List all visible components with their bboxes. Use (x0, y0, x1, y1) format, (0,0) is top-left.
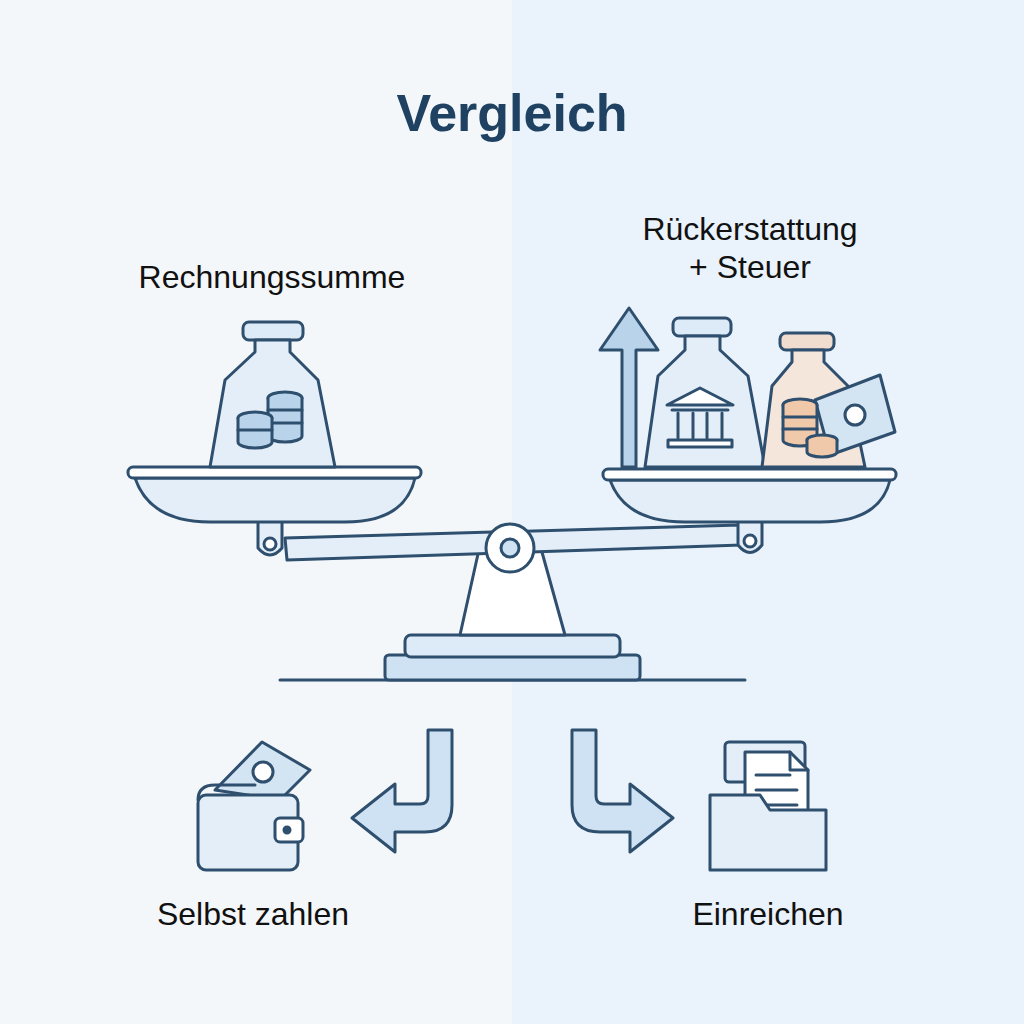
pan-label: Rückerstattung + Steuer (630, 210, 870, 287)
scale-base-top (405, 635, 620, 657)
option-label: Einreichen (608, 895, 928, 933)
pan-label: Rechnungssumme (102, 258, 442, 296)
folder-icon (710, 742, 826, 870)
pan-left (135, 478, 415, 522)
arrow-right (572, 730, 673, 852)
bank-icon (667, 388, 733, 447)
weight-bank (645, 336, 765, 467)
hanger-left (258, 518, 282, 555)
wallet-icon (198, 742, 310, 870)
option-label: Selbst zahlen (93, 895, 413, 933)
pivot (486, 524, 534, 572)
pan-right (610, 480, 890, 522)
coins-icon (238, 392, 302, 448)
diagram-title: Vergleich (212, 82, 812, 144)
scale-base (385, 655, 640, 680)
weight-knob (673, 318, 731, 336)
weight-knob (243, 322, 303, 340)
weight-knob (780, 333, 834, 350)
pan-right-rim (603, 469, 896, 480)
pan-left-rim (128, 467, 421, 478)
arrow-left (352, 730, 452, 852)
weight-left (210, 340, 335, 467)
pivot-pin (501, 539, 519, 557)
money-icon (783, 375, 895, 457)
